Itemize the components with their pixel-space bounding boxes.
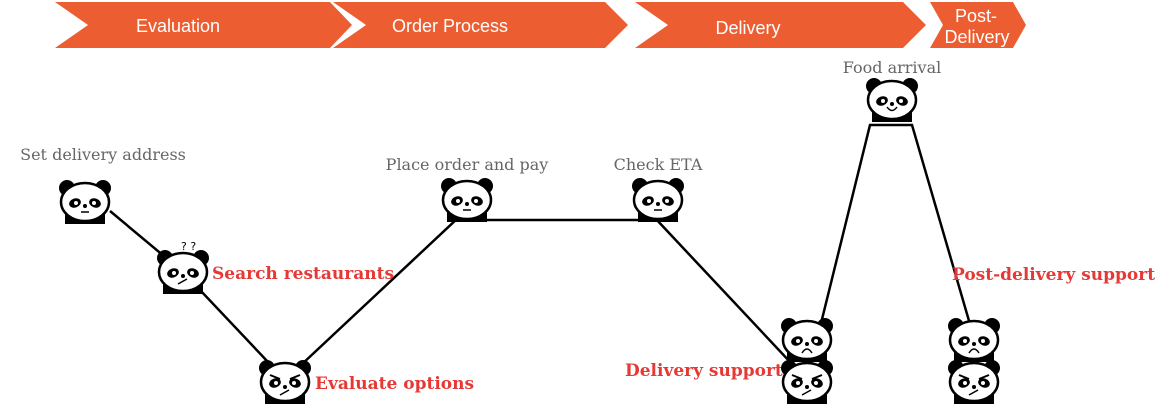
panda-neutral-icon (630, 176, 686, 224)
step-label-food-arrival: Food arrival (843, 58, 941, 77)
step-label-set-delivery-address: Set delivery address (20, 145, 186, 164)
phase-label: Order Process (392, 16, 508, 36)
phase-bar: Evaluation Order Process Delivery Post- … (55, 2, 1026, 48)
panda-confused-icon: ? ? (155, 240, 211, 296)
question-marks-icon: ? ? (181, 240, 196, 253)
phase-evaluation: Evaluation (55, 2, 352, 48)
phase-label: Evaluation (136, 16, 220, 36)
phase-chevron (930, 2, 1026, 48)
panda-sad-icon (779, 316, 835, 364)
phase-post-delivery: Post- Delivery (930, 2, 1026, 48)
phase-chevron (635, 2, 926, 48)
step-label-place-order: Place order and pay (386, 155, 549, 174)
panda-annoyed-icon (946, 358, 1002, 406)
phase-label-line1: Post- (955, 6, 997, 26)
panda-sad-icon (946, 316, 1002, 364)
step-label-check-eta: Check ETA (614, 155, 703, 174)
phase-order-process: Order Process (333, 2, 628, 48)
phase-chevron (55, 2, 352, 48)
step-label-search-restaurants: Search restaurants (212, 264, 394, 284)
step-label-post-delivery-support: Post-delivery support (952, 265, 1155, 285)
panda-neutral-icon (57, 178, 113, 226)
phase-label-line2: Delivery (944, 27, 1009, 47)
phase-label: Delivery (715, 18, 780, 38)
step-label-evaluate-options: Evaluate options (315, 374, 474, 394)
panda-annoyed-icon (779, 358, 835, 406)
panda-happy-icon (864, 76, 920, 124)
phase-chevron (333, 2, 628, 48)
panda-neutral-icon (439, 176, 495, 224)
panda-annoyed-icon (257, 358, 313, 406)
step-label-delivery-support: Delivery support (625, 361, 783, 381)
phase-delivery: Delivery (635, 2, 926, 48)
